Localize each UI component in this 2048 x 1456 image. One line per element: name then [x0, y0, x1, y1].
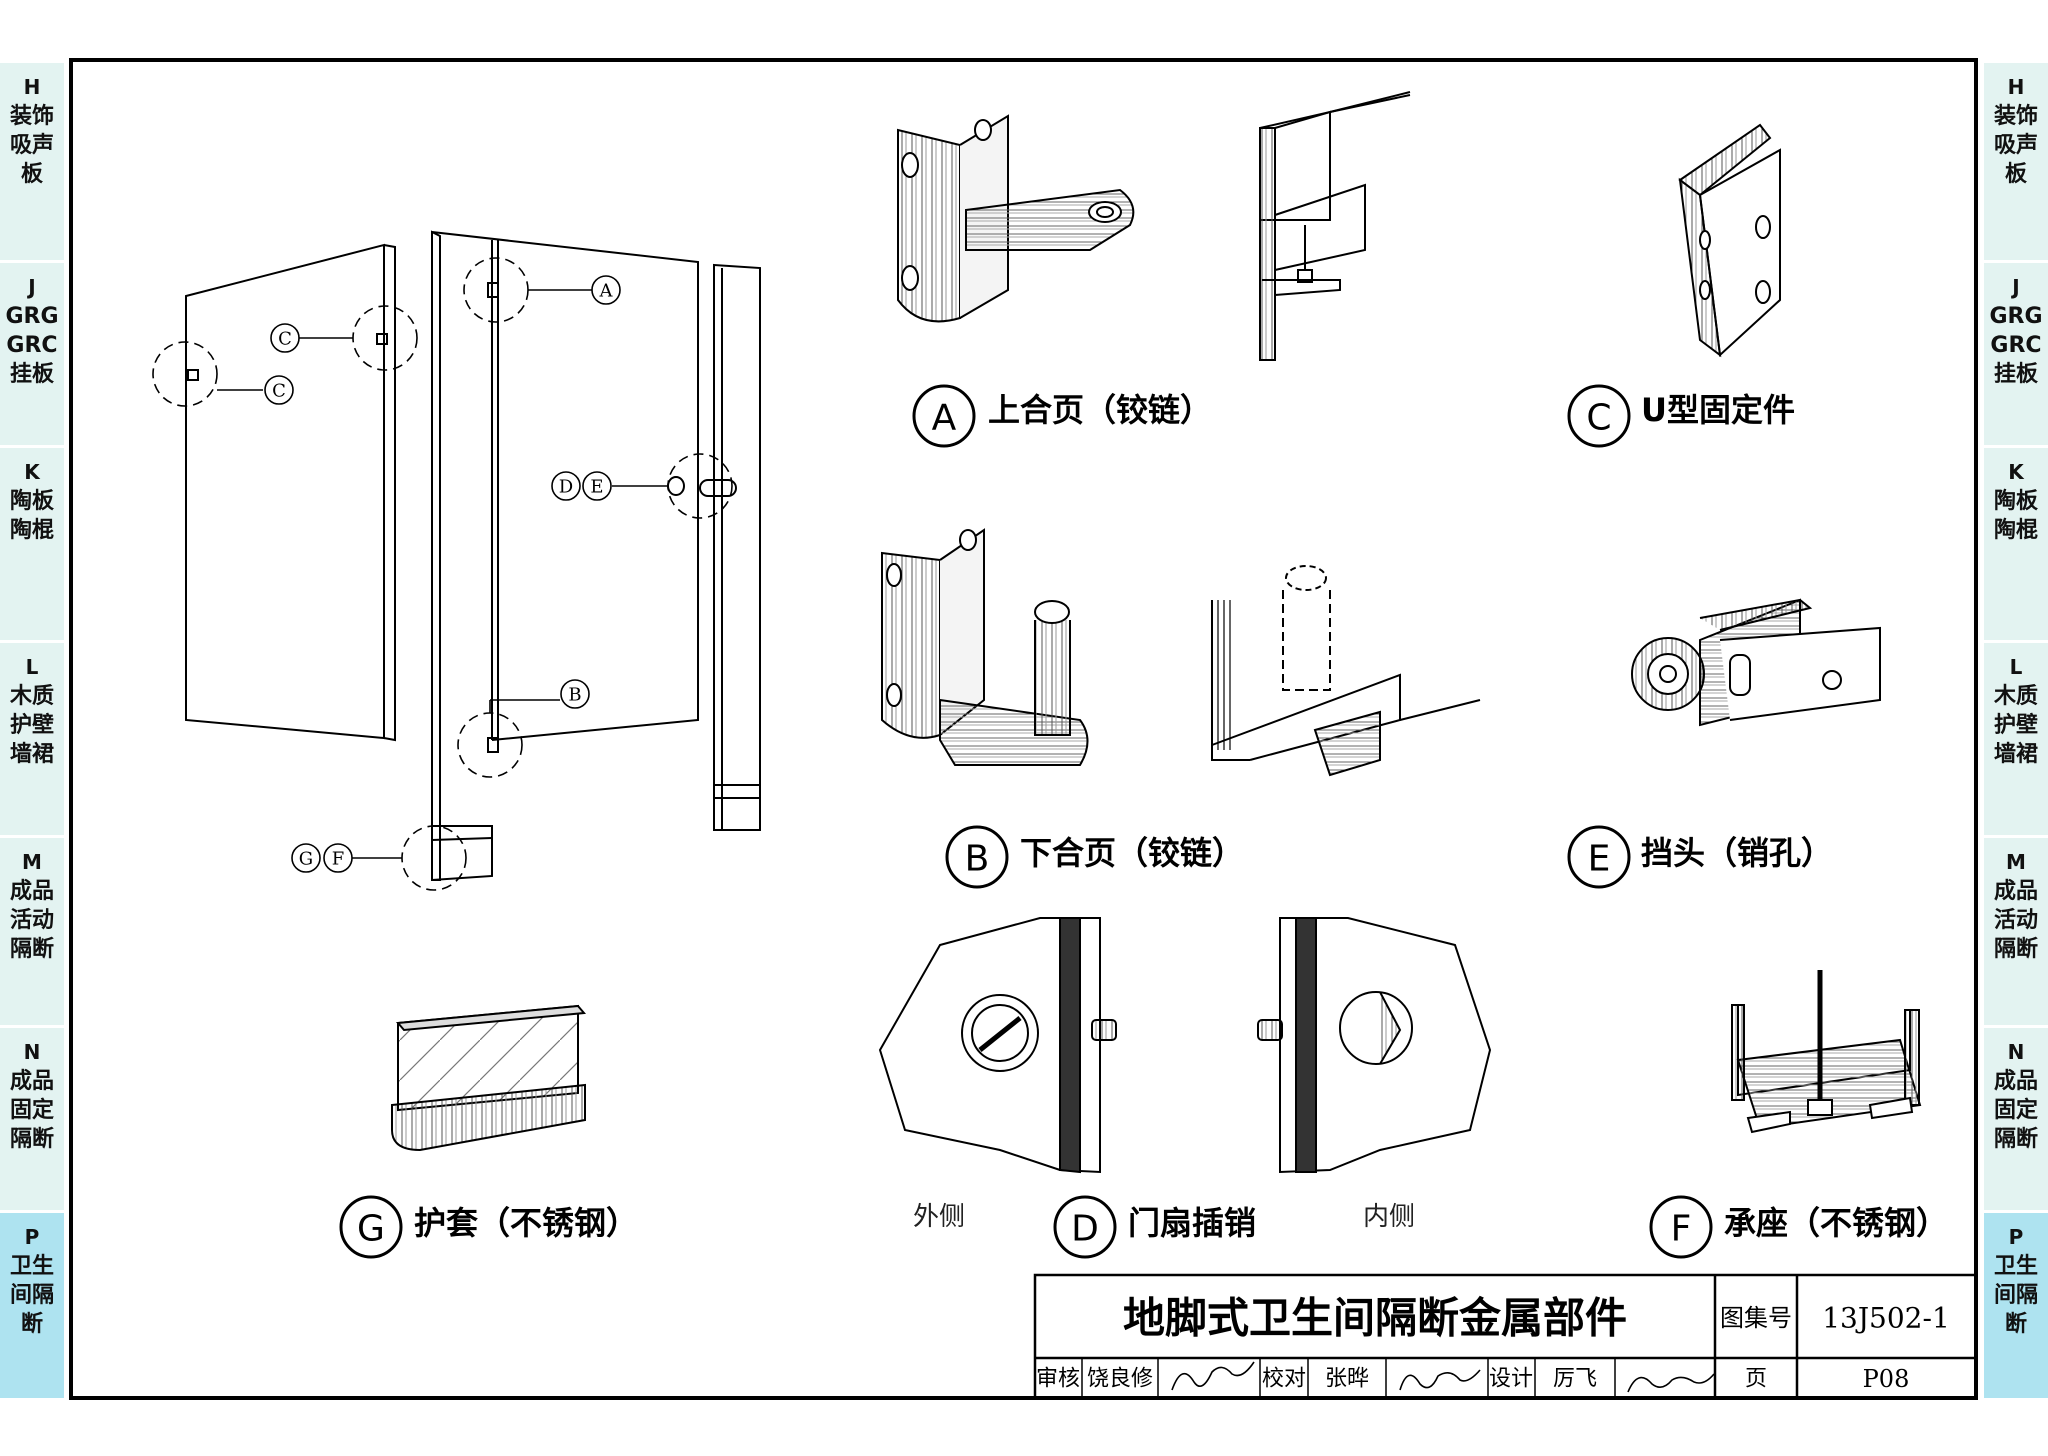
callout-b: B	[568, 685, 581, 706]
drawing-frame	[69, 58, 1978, 1400]
callout-c-1: C	[278, 329, 292, 350]
side-tab-label: 成品固定隔断	[1993, 1069, 2038, 1152]
part-a-hinge-drawing	[897, 91, 1411, 361]
side-tab-label: 成品活动隔断	[9, 879, 54, 962]
side-tab-code: M	[22, 850, 42, 874]
part-c-letter: C	[1586, 398, 1611, 439]
side-tab-right-p[interactable]: P 卫生间隔断	[1984, 1210, 2048, 1398]
side-tab-label: 装饰吸声板	[9, 104, 54, 187]
callout-f: F	[332, 849, 345, 870]
drawing-title: 地脚式卫生间隔断金属部件	[1123, 1294, 1627, 1343]
reviewer-name: 饶良修	[1087, 1367, 1153, 1392]
side-tab-code: K	[24, 460, 40, 484]
atlas-number: 13J502-1	[1822, 1302, 1950, 1335]
title-block	[1033, 1273, 1978, 1400]
side-tab-code: J	[28, 275, 36, 299]
side-tab-left-p[interactable]: P 卫生间隔断	[0, 1210, 64, 1398]
part-e-name: 挡头（销孔）	[1641, 834, 1833, 872]
latch-outside-label: 外侧	[913, 1202, 965, 1232]
side-tab-left-n[interactable]: N 成品固定隔断	[0, 1025, 64, 1210]
side-tab-code: H	[23, 75, 41, 99]
callout-a: A	[599, 281, 614, 302]
side-tab-code: P	[2008, 1225, 2024, 1249]
page-number: P08	[1863, 1365, 1910, 1393]
side-tab-code: H	[2007, 75, 2025, 99]
side-tab-label: 成品固定隔断	[9, 1069, 54, 1152]
callout-c-2: C	[272, 381, 286, 402]
part-f-base-drawing	[1731, 970, 1922, 1134]
part-e-letter: E	[1588, 839, 1611, 880]
side-tab-label: 卫生间隔断	[9, 1254, 54, 1337]
atlas-label: 图集号	[1720, 1304, 1792, 1332]
part-f-letter: F	[1671, 1209, 1692, 1250]
side-tab-code: L	[25, 655, 39, 679]
side-tab-label: 陶板陶棍	[9, 489, 54, 543]
side-tab-left-k[interactable]: K 陶板陶棍	[0, 445, 64, 640]
side-tab-code: N	[2007, 1040, 2025, 1064]
review-label: 审核	[1036, 1367, 1080, 1392]
side-tab-code: K	[2008, 460, 2024, 484]
callout-g: G	[299, 849, 313, 870]
side-tab-label: 成品活动隔断	[1993, 879, 2038, 962]
part-d-name: 门扇插销	[1128, 1204, 1256, 1242]
side-tab-right-k[interactable]: K 陶板陶棍	[1984, 445, 2048, 640]
part-g-sleeve-drawing	[391, 1004, 587, 1152]
side-tab-label: 木质护壁墙裙	[9, 684, 54, 767]
callout-e: E	[590, 477, 603, 498]
part-b-name: 下合页（铰链）	[1020, 834, 1244, 872]
side-tab-label: GRG GRC 挂板	[5, 304, 59, 387]
side-tab-code: L	[2009, 655, 2023, 679]
side-tab-label: 陶板陶棍	[1993, 489, 2038, 543]
side-tab-label: 卫生间隔断	[1993, 1254, 2038, 1337]
side-tab-code: P	[24, 1225, 40, 1249]
part-label-circles	[339, 384, 1713, 1259]
side-tab-label: 木质护壁墙裙	[1993, 684, 2038, 767]
part-d-latch-drawing	[878, 917, 1492, 1174]
part-g-letter: G	[357, 1209, 385, 1250]
side-tab-code: J	[2012, 275, 2020, 299]
part-d-letter: D	[1071, 1209, 1099, 1250]
check-label: 校对	[1262, 1367, 1306, 1392]
side-tab-label: 装饰吸声板	[1993, 104, 2038, 187]
part-e-stop-drawing	[1631, 598, 1881, 727]
side-tab-left-h[interactable]: H 装饰吸声板	[0, 60, 64, 260]
side-tab-label: GRG GRC 挂板	[1989, 304, 2043, 387]
side-tab-right-l[interactable]: L 木质护壁墙裙	[1984, 640, 2048, 835]
side-tab-left-m[interactable]: M 成品活动隔断	[0, 835, 64, 1025]
side-tab-right-m[interactable]: M 成品活动隔断	[1984, 835, 2048, 1025]
side-tab-right-h[interactable]: H 装饰吸声板	[1984, 60, 2048, 260]
side-tab-code: N	[23, 1040, 41, 1064]
part-c-u-fixing-drawing	[1678, 123, 1781, 358]
checker-name: 张晔	[1325, 1367, 1369, 1392]
side-tab-left-j[interactable]: J GRG GRC 挂板	[0, 260, 64, 445]
side-tab-left-l[interactable]: L 木质护壁墙裙	[0, 640, 64, 835]
part-g-name: 护套（不锈钢）	[414, 1204, 638, 1242]
part-f-name: 承座（不锈钢）	[1724, 1204, 1948, 1242]
part-b-letter: B	[965, 839, 990, 880]
side-tab-right-j[interactable]: J GRG GRC 挂板	[1984, 260, 2048, 445]
side-tab-code: M	[2006, 850, 2026, 874]
part-a-name: 上合页（铰链）	[988, 391, 1212, 429]
page-label: 页	[1745, 1367, 1767, 1392]
part-a-letter: A	[932, 398, 957, 439]
part-c-name: U型固定件	[1641, 391, 1795, 429]
design-label: 设计	[1489, 1367, 1533, 1392]
latch-inside-label: 内侧	[1363, 1202, 1415, 1232]
callout-d: D	[559, 477, 573, 498]
partition-assembly	[185, 230, 761, 881]
side-tab-right-n[interactable]: N 成品固定隔断	[1984, 1025, 2048, 1210]
part-b-hinge-drawing	[881, 528, 1481, 777]
designer-name: 厉飞	[1553, 1367, 1597, 1392]
leader-lines	[217, 289, 668, 859]
callout-circles	[264, 275, 621, 873]
